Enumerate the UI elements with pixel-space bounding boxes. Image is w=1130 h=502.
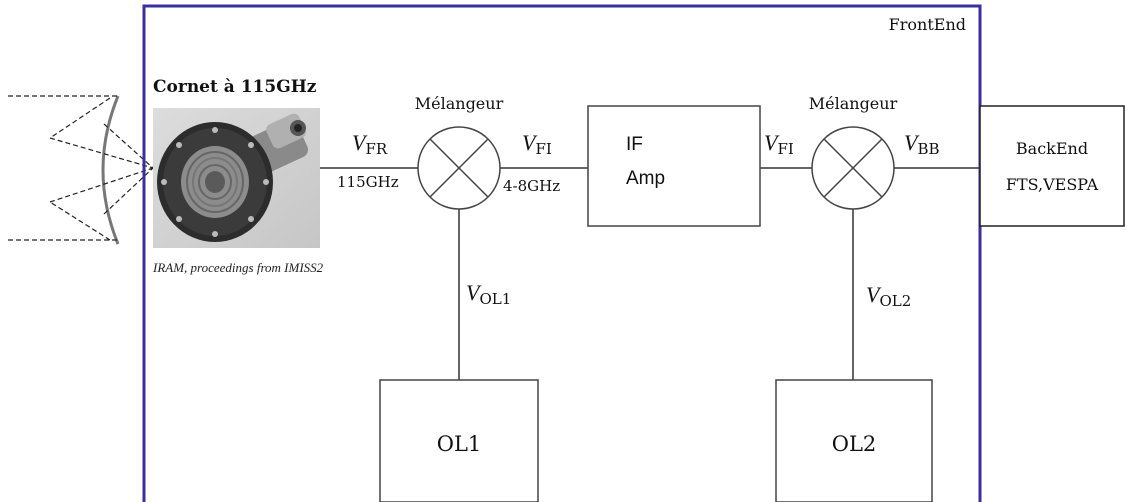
v-ol2-label: VOL2	[866, 282, 911, 310]
horn-caption: IRAM, proceedings from IMISS2	[152, 260, 324, 275]
v-fi-2-label: VFI	[764, 130, 794, 158]
if-amp-box	[588, 106, 760, 226]
mixer-1-label: Mélangeur	[415, 94, 504, 113]
v-fi-1-freq: 4-8GHz	[503, 177, 560, 195]
beam-ray-6	[104, 168, 153, 214]
backend-box	[980, 106, 1124, 226]
beam-ray-1	[50, 98, 110, 138]
v-bb-label: VBB	[904, 130, 940, 158]
ol2-label: OL2	[832, 432, 877, 456]
ol1-label: OL1	[437, 432, 482, 456]
beam-ray-3	[50, 138, 153, 168]
backend-line2: FTS,VESPA	[1006, 175, 1099, 194]
v-fi-1-label: VFI	[522, 130, 552, 158]
backend-line1: BackEnd	[1016, 139, 1088, 158]
telescope-beam	[8, 96, 153, 244]
backend-block: BackEnd FTS,VESPA	[980, 106, 1124, 226]
v-fr-freq: 115GHz	[337, 173, 399, 191]
beam-ray-2	[50, 202, 110, 240]
mixer-1: Mélangeur	[415, 94, 504, 209]
if-amp-line2: Amp	[626, 168, 665, 189]
if-amp-block: IF Amp	[588, 106, 760, 226]
ol1-block: OL1	[380, 380, 538, 502]
v-ol1-label: VOL1	[466, 280, 511, 308]
ol2-block: OL2	[776, 380, 932, 502]
v-fr-label: VFR	[352, 130, 388, 158]
reflector-dish-icon	[103, 96, 118, 244]
mixer-2-label: Mélangeur	[809, 94, 898, 113]
if-amp-line1: IF	[626, 134, 643, 155]
horn-title: Cornet à 115GHz	[153, 77, 317, 97]
horn-photo	[153, 108, 320, 248]
beam-ray-4	[50, 168, 153, 202]
frontend-label: FrontEnd	[889, 15, 966, 34]
mixer-2: Mélangeur	[809, 94, 898, 209]
